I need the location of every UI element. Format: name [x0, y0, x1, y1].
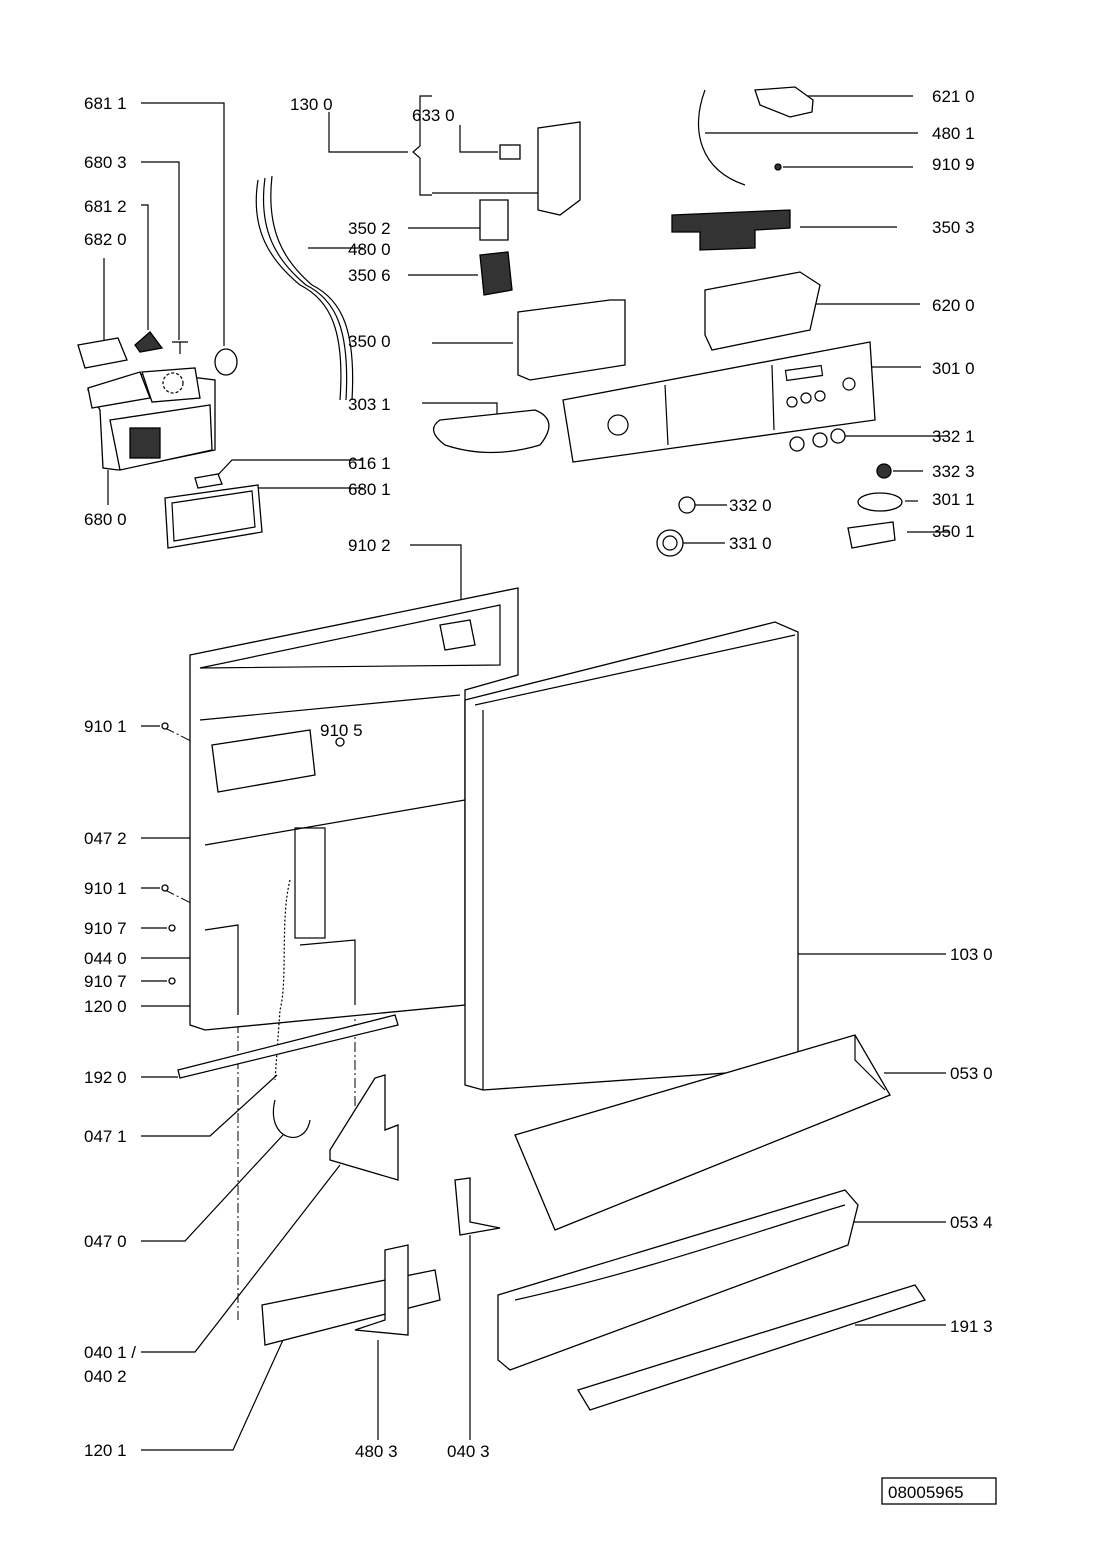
label-350-3: 350 3: [932, 218, 975, 237]
wire-harness-480-0-part: [255, 175, 354, 401]
screw-910-9-part: [774, 163, 782, 171]
parts: [77, 86, 927, 1411]
label-350-6: 350 6: [348, 266, 391, 285]
board-350-3-part: [671, 209, 791, 251]
dispenser-part: [87, 367, 216, 471]
control-panel-301-0-part: [562, 341, 876, 463]
label-331-0: 331 0: [729, 534, 772, 553]
connector-350-2-part: [479, 199, 509, 241]
label-910-7-b: 910 7: [84, 972, 127, 991]
cover-301-1-part: [857, 492, 903, 512]
label-040-3: 040 3: [447, 1442, 490, 1461]
lock-130-0-part: [537, 121, 581, 216]
panel-120-1-part: [261, 1269, 441, 1346]
label-053-4: 053 4: [950, 1213, 993, 1232]
label-332-1: 332 1: [932, 427, 975, 446]
label-332-0: 332 0: [729, 496, 772, 515]
label-682-0: 682 0: [84, 230, 127, 249]
label-633-0: 633 0: [412, 106, 455, 125]
hinge-047-1-part: [272, 1099, 311, 1138]
strip-191-3-part: [577, 1284, 927, 1411]
handle-303-1-part: [433, 409, 550, 454]
button-332-0-part: [678, 496, 696, 514]
wire-480-1-part: [697, 89, 746, 186]
plinth-053-4-part: [497, 1189, 859, 1371]
label-192-0: 192 0: [84, 1068, 127, 1087]
label-047-1: 047 1: [84, 1127, 127, 1146]
clip-681-2-part: [134, 331, 164, 353]
bracket-480-3-part: [354, 1244, 409, 1336]
label-130-0: 130 0: [290, 95, 333, 114]
label-191-3: 191 3: [950, 1317, 993, 1336]
label-910-5: 910 5: [320, 721, 363, 740]
lever-616-1-part: [194, 473, 223, 489]
knob-332-3-part: [876, 463, 892, 479]
plinth-053-0-part: [514, 1034, 891, 1231]
label-047-2: 047 2: [84, 829, 127, 848]
label-480-0: 480 0: [348, 240, 391, 259]
label-621-0: 621 0: [932, 87, 975, 106]
label-301-0: 301 0: [932, 359, 975, 378]
part-labels: 681 1 680 3 681 2 682 0 680 0 130 0 633 …: [84, 87, 997, 1505]
spring-044-0-part: [274, 879, 291, 1081]
label-680-0: 680 0: [84, 510, 127, 529]
bracket-040-3-part: [454, 1177, 501, 1236]
door-103-0-part: [464, 621, 799, 1091]
label-301-1: 301 1: [932, 490, 975, 509]
switch-633-0-part: [499, 144, 521, 160]
label-480-3: 480 3: [355, 1442, 398, 1461]
gasket-680-1-part: [164, 484, 263, 549]
label-303-1: 303 1: [348, 395, 391, 414]
label-480-1: 480 1: [932, 124, 975, 143]
pin-680-3-part: [172, 341, 188, 354]
label-044-0: 044 0: [84, 949, 127, 968]
inner-door-part: [189, 587, 519, 1031]
bracket-040-part: [329, 1074, 399, 1181]
label-620-0: 620 0: [932, 296, 975, 315]
frame-620-0-part: [704, 271, 821, 351]
label-350-1: 350 1: [932, 522, 975, 541]
label-053-0: 053 0: [950, 1064, 993, 1083]
control-board-350-0-part: [517, 299, 626, 381]
label-040-1: 040 1 /: [84, 1343, 136, 1362]
label-350-0: 350 0: [348, 332, 391, 351]
label-910-2: 910 2: [348, 536, 391, 555]
label-910-1-b: 910 1: [84, 879, 127, 898]
label-120-1: 120 1: [84, 1441, 127, 1460]
label-332-3: 332 3: [932, 462, 975, 481]
connector-350-6-part: [479, 251, 513, 296]
label-680-3: 680 3: [84, 153, 127, 172]
label-616-1: 616 1: [348, 454, 391, 473]
gasket-682-part: [77, 337, 128, 369]
label-681-1: 681 1: [84, 94, 127, 113]
screws-910-part: [161, 722, 345, 985]
buttons-332-1-part: [789, 428, 846, 452]
label-120-0: 120 0: [84, 997, 127, 1016]
drawing-number: 08005965: [888, 1483, 964, 1502]
frame-350-1-part: [847, 521, 896, 549]
label-680-1: 680 1: [348, 480, 391, 499]
strip-192-0-part: [177, 1014, 399, 1079]
label-910-9: 910 9: [932, 155, 975, 174]
drawing-number-box: [881, 1477, 997, 1505]
label-910-1-a: 910 1: [84, 717, 127, 736]
label-350-2: 350 2: [348, 219, 391, 238]
label-040-2: 040 2: [84, 1367, 127, 1386]
ring-681-1-part: [214, 348, 238, 376]
label-681-2: 681 2: [84, 197, 127, 216]
module-621-0-part: [754, 86, 814, 118]
label-103-0: 103 0: [950, 945, 993, 964]
label-047-0: 047 0: [84, 1232, 127, 1251]
knob-331-0-part: [656, 529, 684, 557]
label-910-7-a: 910 7: [84, 919, 127, 938]
